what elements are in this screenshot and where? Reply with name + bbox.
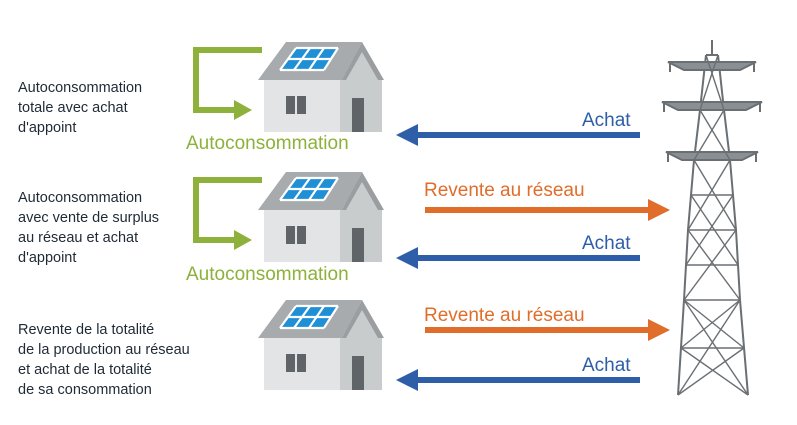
scenario-1-house-icon [256, 40, 386, 134]
scenario-3-achat-label: Achat [582, 355, 631, 376]
scenario-2-house-icon [256, 170, 386, 264]
scenario-1-achat-label: Achat [582, 110, 631, 131]
scenario-2-loop-arrow-icon [193, 177, 262, 250]
scenario-1-autoconsommation-label: Autoconsommation [186, 133, 349, 154]
scenario-1-achat-arrow [396, 124, 640, 146]
scenario-2-revente-arrow [425, 199, 670, 221]
scenario-3-house-icon [256, 298, 386, 392]
scenario-1-description: Autoconsommation totale avec achat d'app… [18, 80, 143, 136]
pylon-icon [661, 40, 763, 396]
scenario-3-achat-arrow [396, 369, 640, 391]
scenario-2-revente-label: Revente au réseau [424, 180, 585, 201]
scenario-3-revente-arrow [425, 319, 670, 341]
scenario-1-loop-arrow-icon [193, 47, 262, 120]
scenario-3-description: Revente de la totalité de la production … [18, 322, 190, 398]
scenario-2-achat-label: Achat [582, 233, 631, 254]
scenario-3-revente-label: Revente au réseau [424, 305, 585, 326]
scenario-2-description: Autoconsommation avec vente de surplus a… [18, 190, 160, 266]
scenario-2-achat-arrow [396, 247, 640, 269]
scenario-2-autoconsommation-label: Autoconsommation [186, 264, 349, 285]
